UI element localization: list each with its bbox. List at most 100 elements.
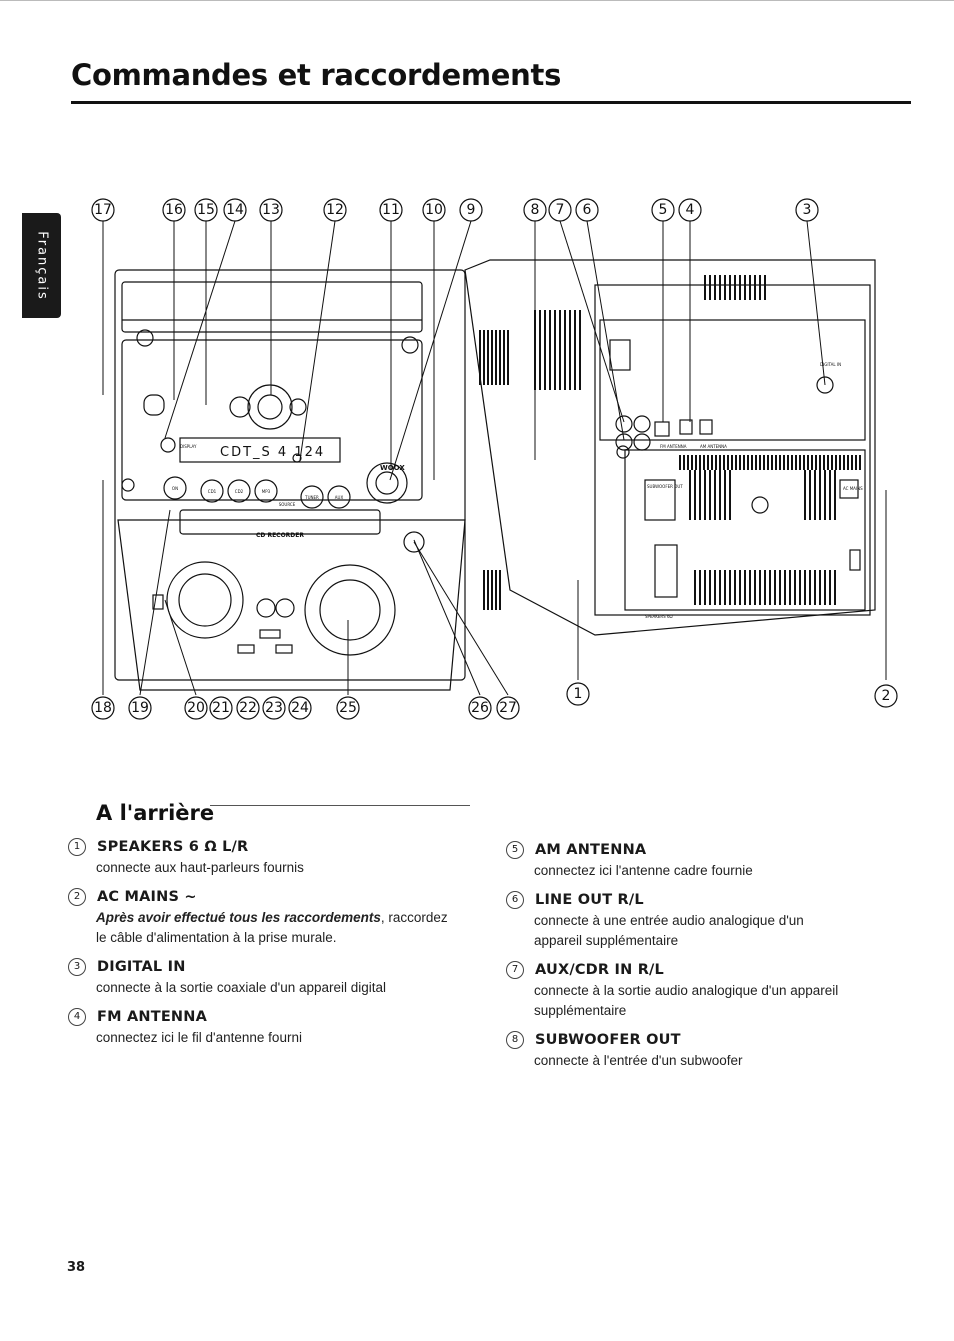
svg-text:18: 18 <box>94 700 112 716</box>
connection-title: AUX/CDR IN R/L <box>535 962 664 978</box>
callout-8: 8 <box>523 198 547 222</box>
callout-21: 21 <box>209 696 233 720</box>
description-text: connecte à la sortie audio analogique d'… <box>534 983 839 1018</box>
description-text: connectez ici le fil d'antenne fourni <box>96 1030 302 1045</box>
callout-lines <box>102 220 887 696</box>
connection-description: connecte aux haut-parleurs fournis <box>96 858 458 878</box>
connection-item-5: 5 AM ANTENNA connectez ici l'antenne cadre… <box>506 841 851 881</box>
cd2-label: CD2 <box>235 489 244 494</box>
item-number-badge: 2 <box>68 888 86 906</box>
callout-19: 19 <box>128 696 152 720</box>
connection-description: connecte à la sortie audio analogique d'… <box>534 981 851 1021</box>
aux-label: AUX <box>335 495 344 500</box>
top-rule <box>0 0 954 1</box>
callout-6: 6 <box>575 198 599 222</box>
connection-title: FM ANTENNA <box>97 1009 208 1025</box>
connection-item-header: 4 FM ANTENNA <box>68 1008 458 1026</box>
svg-text:21: 21 <box>212 700 230 716</box>
svg-text:1: 1 <box>574 686 583 702</box>
callout-2: 2 <box>874 684 898 708</box>
svg-text:16: 16 <box>165 202 183 218</box>
callout-18: 18 <box>91 696 115 720</box>
grille-lines <box>479 330 509 610</box>
callout-10: 10 <box>422 198 446 222</box>
svg-text:22: 22 <box>239 700 257 716</box>
title-rule <box>71 101 911 104</box>
item-number-badge: 3 <box>68 958 86 976</box>
svg-text:15: 15 <box>197 202 215 218</box>
description-text: connecte à la sortie coaxiale d'un appar… <box>96 980 387 995</box>
connection-title: LINE OUT R/L <box>535 892 644 908</box>
callout-25: 25 <box>336 696 360 720</box>
callout-20: 20 <box>184 696 208 720</box>
svg-text:12: 12 <box>326 202 344 218</box>
svg-text:9: 9 <box>467 202 476 218</box>
svg-text:3: 3 <box>803 202 812 218</box>
svg-text:25: 25 <box>339 700 357 716</box>
svg-text:26: 26 <box>471 700 489 716</box>
callout-5: 5 <box>651 198 675 222</box>
item-number-badge: 1 <box>68 838 86 856</box>
svg-text:4: 4 <box>686 202 695 218</box>
connection-description: connectez ici le fil d'antenne fourni <box>96 1028 458 1048</box>
callout-1: 1 <box>566 682 590 706</box>
connection-title: AM ANTENNA <box>535 842 647 858</box>
connection-description: Après avoir effectué tous les raccordeme… <box>96 908 458 948</box>
connection-item-1: 1 SPEAKERS 6 Ω L/R connecte aux haut-parle… <box>68 838 458 878</box>
svg-text:17: 17 <box>94 202 112 218</box>
connection-description: connecte à une entrée audio analogique d… <box>534 911 851 951</box>
description-text: , raccordez le câble d'alimentation à la… <box>96 910 448 945</box>
callout-9: 9 <box>459 198 483 222</box>
svg-text:14: 14 <box>226 202 244 218</box>
connection-title: DIGITAL IN <box>97 959 186 975</box>
connection-item-3: 3 DIGITAL IN connecte à la sortie coaxiale… <box>68 958 458 998</box>
mp3-label: MP3 <box>262 489 271 494</box>
item-number-badge: 5 <box>506 841 524 859</box>
callout-27: 27 <box>496 696 520 720</box>
connection-description: connecte à l'entrée d'un subwoofer <box>534 1051 851 1071</box>
front-unit <box>114 269 466 691</box>
woox-label: WOOX <box>380 464 405 472</box>
item-number-badge: 4 <box>68 1008 86 1026</box>
svg-text:7: 7 <box>556 202 565 218</box>
callout-12: 12 <box>323 198 347 222</box>
svg-text:2: 2 <box>882 688 891 704</box>
svg-text:19: 19 <box>131 700 149 716</box>
connection-description: connectez ici l'antenne cadre fournie <box>534 861 851 881</box>
callout-11: 11 <box>379 198 403 222</box>
speakers-label: SPEAKERS 6Ω <box>645 614 673 619</box>
page-number: 38 <box>67 1260 86 1275</box>
callout-13: 13 <box>259 198 283 222</box>
item-number-badge: 7 <box>506 961 524 979</box>
svg-text:8: 8 <box>531 202 540 218</box>
svg-text:23: 23 <box>265 700 283 716</box>
connection-item-header: 3 DIGITAL IN <box>68 958 458 976</box>
svg-text:11: 11 <box>382 202 400 218</box>
description-text: connecte à une entrée audio analogique d… <box>534 913 804 948</box>
cd1-label: CD1 <box>208 489 217 494</box>
rear-grille <box>534 275 861 605</box>
callout-7: 7 <box>548 198 572 222</box>
panel-labels: CD RECORDER WOOX ON CD1 CD2 MP3 TUNER AU… <box>172 362 863 619</box>
ac-mains-label: AC MAINS <box>843 486 863 491</box>
svg-text:6: 6 <box>583 202 592 218</box>
svg-text:24: 24 <box>291 700 309 716</box>
page-title: Commandes et raccordements <box>71 58 562 92</box>
rear-unit <box>464 259 876 636</box>
language-tab: Français <box>22 213 61 318</box>
language-tab-label: Français <box>34 230 49 301</box>
callout-17: 17 <box>91 198 115 222</box>
am-antenna-label: AM ANTENNA <box>700 444 727 449</box>
description-text: connecte à l'entrée d'un subwoofer <box>534 1053 743 1068</box>
connection-item-header: 5 AM ANTENNA <box>506 841 851 859</box>
digital-in-label: DIGITAL IN <box>820 362 841 367</box>
svg-text:10: 10 <box>425 202 443 218</box>
connection-title: SPEAKERS 6 Ω L/R <box>97 839 249 855</box>
display-readout: CDT_S 4 124 <box>220 445 325 460</box>
display-label: DISPLAY <box>180 444 197 449</box>
